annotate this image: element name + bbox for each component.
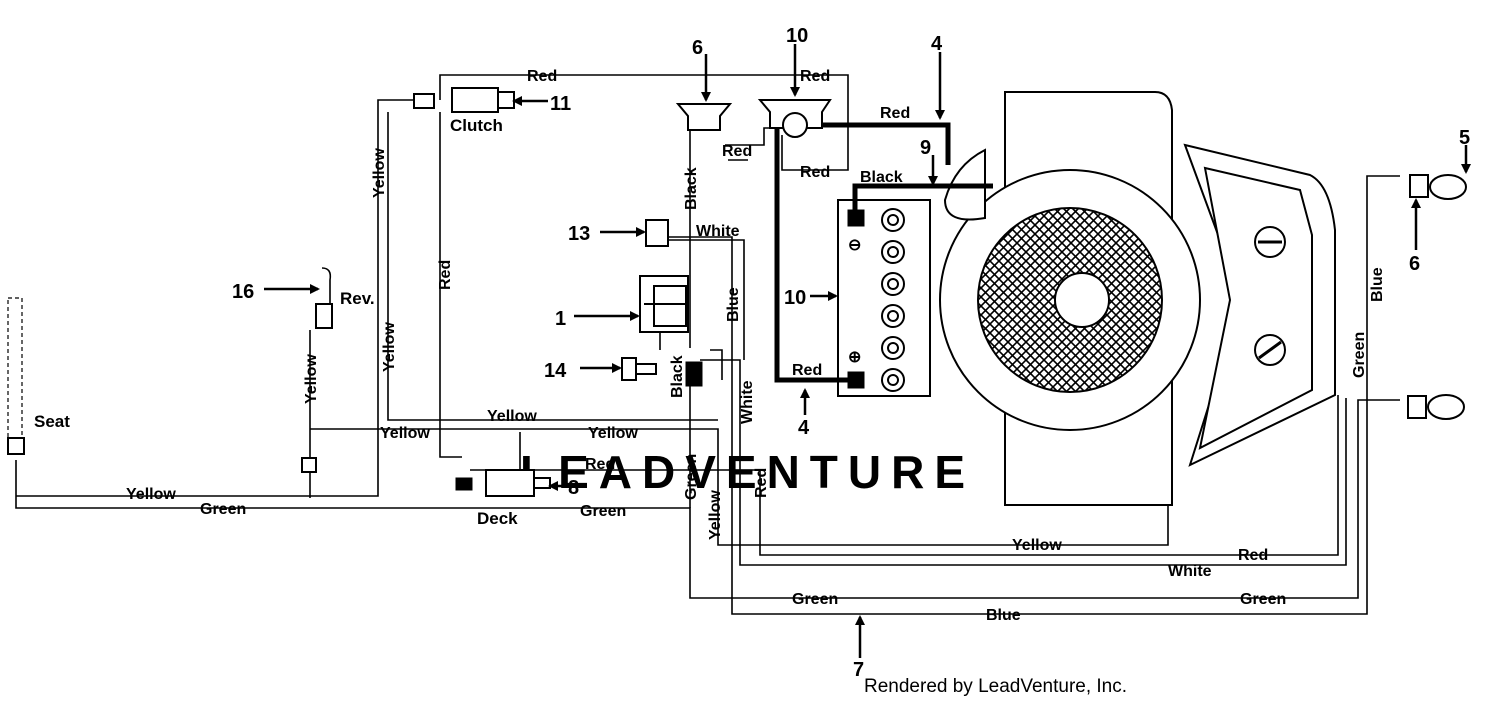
- ignition-module: [639, 275, 689, 333]
- engine-connector: [685, 361, 703, 387]
- wire-label: Yellow: [371, 148, 388, 198]
- wire-label: Green: [1351, 332, 1368, 378]
- wire-label: Yellow: [707, 490, 724, 540]
- reverse-switch: [315, 267, 333, 329]
- wire-label: Black: [669, 355, 686, 398]
- callout-7: 7: [853, 659, 864, 681]
- callout-11: 11: [550, 93, 571, 115]
- battery-cells: [881, 208, 905, 392]
- headlight-upper: [1409, 174, 1467, 200]
- wire-label: Red: [792, 362, 822, 379]
- wire-label: Green: [792, 591, 838, 608]
- battery: ⊖ ⊕: [837, 199, 931, 397]
- callout-2: 6: [692, 37, 703, 59]
- oil-pressure-switch: [621, 357, 657, 381]
- seat-connector: [301, 457, 317, 473]
- wire-label: Yellow: [126, 486, 176, 503]
- deck-label: Deck: [477, 509, 518, 528]
- wire-labels-horizontal: Red Red Red Red Red Black White Red Yell…: [126, 68, 1286, 624]
- wire-label: Green: [580, 503, 626, 520]
- callout-13: 13: [568, 223, 590, 245]
- callout-4-bottom: 4: [798, 417, 810, 439]
- wire-label: Blue: [725, 287, 742, 322]
- deck-switch: [455, 469, 551, 497]
- wire-labels-vertical: Yellow Red Yellow Yellow Black Blue Blac…: [303, 148, 1386, 540]
- callout-9: 9: [920, 137, 931, 159]
- callout-3: 10: [786, 25, 808, 47]
- headlight-lower: [1407, 394, 1465, 420]
- wire-label: White: [696, 223, 740, 240]
- wire-label: Yellow: [381, 322, 398, 372]
- wire-label: Red: [880, 105, 910, 122]
- light-switch: [645, 219, 669, 247]
- wire-label: Green: [1240, 591, 1286, 608]
- wire-label: White: [739, 380, 756, 424]
- callout-1: 1: [555, 308, 566, 330]
- wire-label: Blue: [1369, 267, 1386, 302]
- wire-label: Yellow: [380, 425, 430, 442]
- callout-arrows: [264, 44, 1471, 658]
- seat-switch: [7, 297, 25, 455]
- wire-label: Red: [585, 456, 615, 473]
- callout-4-top: 4: [931, 33, 943, 55]
- engine: [939, 91, 1336, 506]
- wire-label: Green: [683, 454, 700, 500]
- positive-terminal-symbol: ⊕: [848, 349, 861, 366]
- callout-14: 14: [544, 360, 567, 382]
- wire-label: Yellow: [303, 354, 320, 404]
- clutch-label: Clutch: [450, 116, 503, 135]
- credit-text: Rendered by LeadVenture, Inc.: [864, 676, 1127, 697]
- wire-label: Red: [527, 68, 557, 85]
- wire-label: Red: [800, 68, 830, 85]
- clutch-connector: [413, 87, 515, 113]
- seat-label: Seat: [34, 412, 70, 431]
- wire-label: White: [1168, 563, 1212, 580]
- wire-label: Red: [800, 164, 830, 181]
- wire-label: Yellow: [1012, 537, 1062, 554]
- wire-label: Red: [753, 468, 770, 498]
- ignition-switch: [675, 103, 733, 131]
- wire-label: Red: [437, 260, 454, 290]
- rev-label: Rev.: [340, 289, 375, 308]
- wire-label: Green: [200, 501, 246, 518]
- watermark: LEADVENTURE: [520, 446, 975, 498]
- callout-10: 10: [784, 287, 806, 309]
- wire-label: Red: [722, 143, 752, 160]
- wire-label: Yellow: [588, 425, 638, 442]
- wire-label: Black: [860, 169, 903, 186]
- negative-terminal-symbol: ⊖: [848, 237, 861, 254]
- wire-label: Black: [683, 167, 700, 210]
- wire-label: Red: [1238, 547, 1268, 564]
- callout-16: 16: [232, 281, 254, 303]
- callout-5: 5: [1459, 127, 1470, 149]
- wire-label: Blue: [986, 607, 1021, 624]
- wire-label: Yellow: [487, 408, 537, 425]
- callout-6: 6: [1409, 253, 1420, 275]
- callout-8: 8: [568, 477, 579, 499]
- solenoid: [757, 99, 832, 138]
